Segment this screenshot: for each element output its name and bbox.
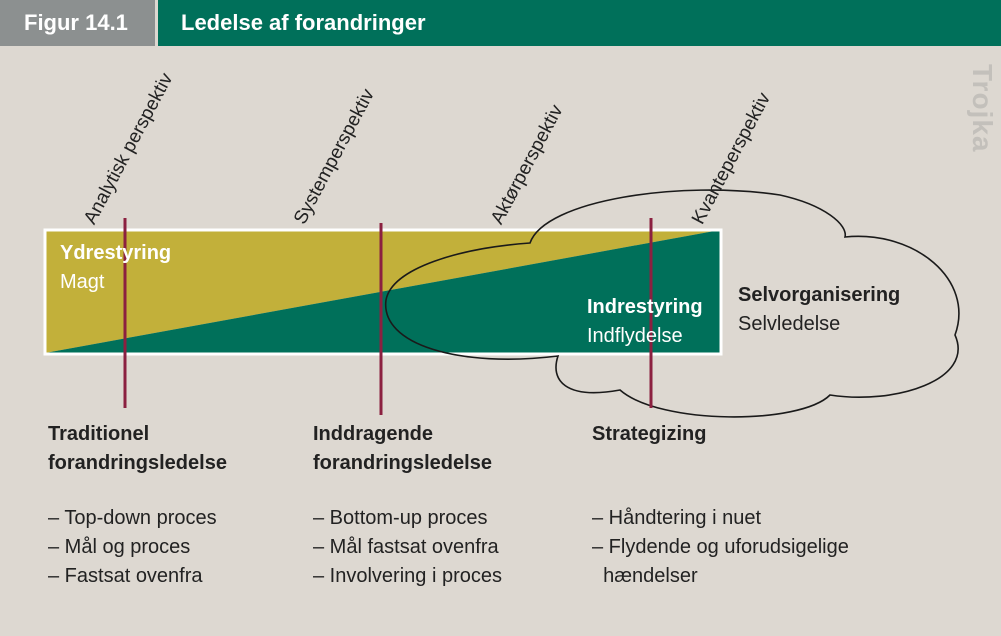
- list-item: – Flydende og uforudsigelige: [592, 536, 849, 558]
- selvorganisering-cloud: [385, 189, 960, 418]
- bar-frame: [43, 228, 723, 356]
- column-inddragende-list: – Bottom-up proces – Mål fastsat ovenfra…: [313, 504, 502, 591]
- list-item: – Mål fastsat ovenfra: [313, 536, 499, 558]
- list-item: – Involvering i proces: [313, 565, 502, 587]
- column-title-line: Traditionel: [48, 423, 150, 445]
- figure-title: Ledelse af forandringer: [158, 0, 1001, 46]
- column-traditionel-list: – Top-down proces – Mål og proces – Fast…: [48, 504, 217, 591]
- column-title-line: Strategizing: [592, 423, 707, 445]
- column-title-line: forandringsledelse: [48, 452, 227, 474]
- figure-label: Figur 14.1: [0, 0, 155, 46]
- column-inddragende-title: Inddragende forandringsledelse: [313, 420, 492, 478]
- list-item: – Bottom-up proces: [313, 507, 488, 529]
- column-strategizing-title: Strategizing: [592, 420, 706, 449]
- selvorganisering-title: Selvorganisering: [738, 284, 901, 306]
- column-title-line: Inddragende: [313, 423, 434, 445]
- list-item: – Top-down proces: [48, 507, 217, 529]
- selvorganisering-subtitle: Selvledelse: [738, 313, 841, 335]
- list-item: – Håndtering i nuet: [592, 507, 762, 529]
- column-strategizing-list: – Håndtering i nuet – Flydende og uforud…: [592, 504, 849, 591]
- column-title-line: forandringsledelse: [313, 452, 492, 474]
- ydrestyring-subtitle: Magt: [60, 271, 105, 293]
- list-item: – Mål og proces: [48, 536, 191, 558]
- list-item: hændelser: [592, 565, 698, 587]
- ydrestyring-title: Ydrestyring: [60, 242, 172, 264]
- indrestyring-title: Indrestyring: [587, 296, 703, 318]
- column-traditionel-title: Traditionel forandringsledelse: [48, 420, 227, 478]
- indrestyring-subtitle: Indflydelse: [587, 325, 683, 347]
- list-item: – Fastsat ovenfra: [48, 565, 203, 587]
- figure-header: Figur 14.1 Ledelse af forandringer: [0, 0, 1001, 46]
